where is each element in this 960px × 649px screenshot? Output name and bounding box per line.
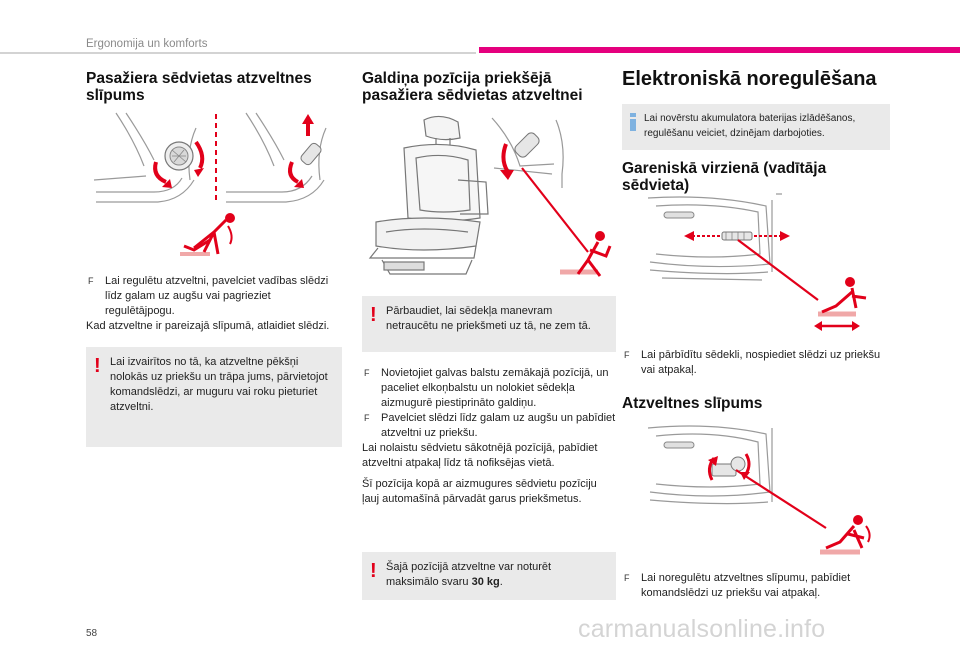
list-item: F Lai pārbīdītu sēdekli, nospiediet slēdz…	[622, 348, 890, 378]
warning-text-end: .	[499, 576, 503, 588]
warning-text: Lai izvairītos no tā, ka atzveltne pēkšņ…	[110, 356, 328, 413]
list-item: F Lai noregulētu atzveltnes slīpumu, pabī…	[622, 571, 890, 601]
page-number: 58	[86, 628, 98, 639]
header-divider	[0, 52, 476, 54]
paragraph: Lai nolaistu sēdvietu sākotnējā pozīcijā…	[362, 442, 598, 469]
bullet-text: Novietojiet galvas balstu zemākajā pozīc…	[381, 367, 609, 409]
seat-table-illustration	[368, 115, 612, 277]
info-text: Lai novērstu akumulatora baterijas izlād…	[644, 113, 856, 139]
info-box: Lai novērstu akumulatora baterijas izlād…	[622, 104, 890, 150]
header-accent-bar	[479, 47, 960, 53]
section-title-backrest-tilt: Pasažiera sēdvietas atzveltnes slīpums	[86, 70, 312, 104]
bullet-text: Lai pārbīdītu sēdekli, nospiediet slēdzi…	[641, 349, 881, 376]
bullet-mark: F	[624, 573, 630, 583]
paragraph: Šī pozīcija kopā ar aizmugures sēdvietu …	[362, 478, 597, 505]
warning-icon: !	[94, 355, 101, 377]
col3-bullet1: F Lai pārbīdītu sēdekli, nospiediet slēdz…	[622, 348, 890, 378]
warning-text: Šajā pozīcijā atzveltne var noturēt maks…	[386, 561, 552, 588]
bullet-mark: F	[364, 413, 370, 423]
bullet-text: Pavelciet slēdzi līdz galam uz augšu un …	[381, 412, 616, 439]
col3-bullet2: F Lai noregulētu atzveltnes slīpumu, pabī…	[622, 571, 890, 601]
warning-box: ! Lai izvairītos no tā, ka atzveltne pēk…	[86, 347, 342, 447]
warning-box: ! Pārbaudiet, lai sēdekļa manevram netra…	[362, 296, 616, 352]
col2-text: F Novietojiet galvas balstu zemākajā pozī…	[362, 366, 616, 507]
col2-section: Galdiņa pozīcija priekšējā pasažiera sēd…	[362, 70, 616, 104]
list-item: F Novietojiet galvas balstu zemākajā pozī…	[362, 366, 616, 411]
recline-switch-illustration	[647, 425, 871, 555]
bullet-mark: F	[624, 350, 630, 360]
col3-sub2: Atzveltnes slīpums	[622, 395, 890, 412]
longitudinal-switch-illustration	[647, 193, 867, 331]
watermark: carmanualsonline.info	[578, 615, 826, 643]
section-title-electronic-adjustment: Elektroniskā noregulēšana	[622, 68, 877, 90]
info-icon	[630, 113, 636, 131]
col3-sub1: Gareniskā virzienā (vadītāja sēdvieta)	[622, 160, 890, 194]
col3-section: Elektroniskā noregulēšana	[622, 68, 890, 90]
list-item: F Pavelciet slēdzi līdz galam uz augšu un…	[362, 411, 616, 441]
paragraph: Kad atzveltne ir pareizajā slīpumā, atla…	[86, 320, 330, 332]
col1-text: F Lai regulētu atzveltni, pavelciet vadīb…	[86, 274, 342, 334]
bullet-mark: F	[88, 276, 94, 286]
bullet-text: Lai regulētu atzveltni, pavelciet vadība…	[105, 275, 329, 317]
bullet-mark: F	[364, 368, 370, 378]
header-title: Ergonomija un komforts	[86, 38, 208, 50]
warning-icon: !	[370, 304, 377, 326]
section-title-table-position: Galdiņa pozīcija priekšējā pasažiera sēd…	[362, 70, 583, 104]
warning-box: ! Šajā pozīcijā atzveltne var noturēt ma…	[362, 552, 616, 600]
col1-section: Pasažiera sēdvietas atzveltnes slīpums	[86, 70, 342, 104]
max-weight-value: 30 kg	[471, 576, 500, 588]
warning-icon: !	[370, 560, 377, 582]
section-title-longitudinal: Gareniskā virzienā (vadītāja sēdvieta)	[622, 160, 827, 194]
recline-knob-illustration	[93, 112, 327, 256]
list-item: F Lai regulētu atzveltni, pavelciet vadīb…	[86, 274, 342, 319]
warning-text: Pārbaudiet, lai sēdekļa manevram netrauc…	[386, 305, 591, 332]
section-title-recline: Atzveltnes slīpums	[622, 395, 763, 412]
bullet-text: Lai noregulētu atzveltnes slīpumu, pabīd…	[641, 572, 851, 599]
